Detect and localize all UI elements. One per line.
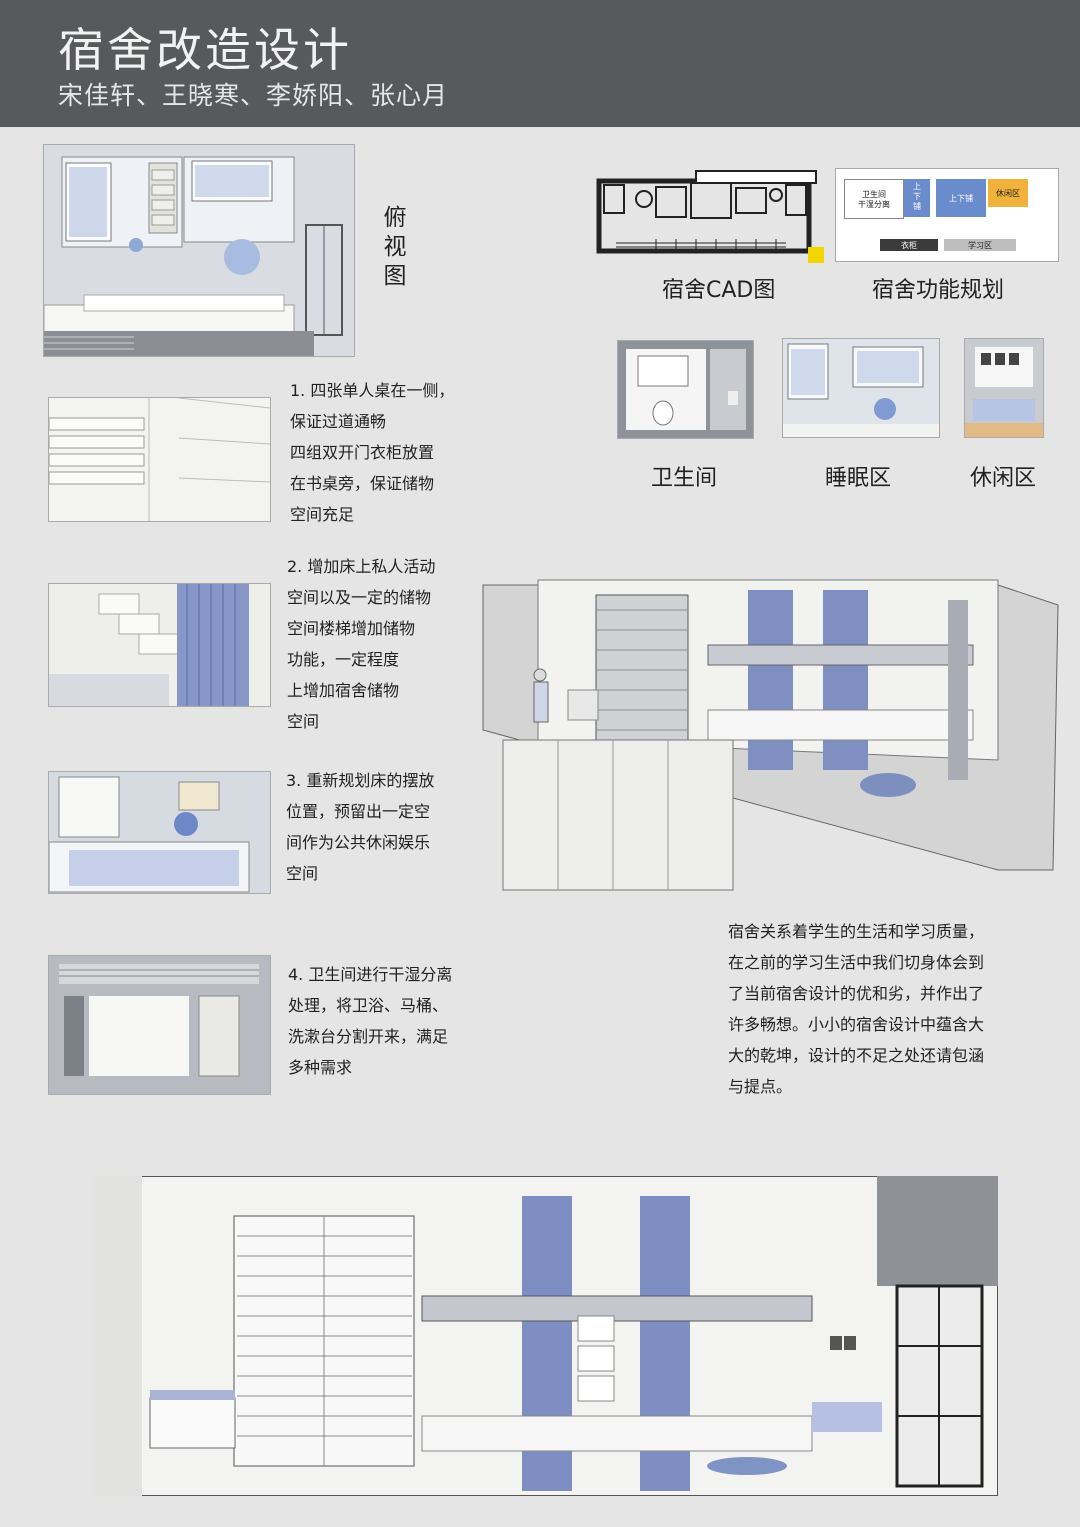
top-view-label-char: 俯 bbox=[383, 205, 407, 231]
function-zone-label: 学习区 bbox=[968, 241, 992, 250]
top-view-label: 俯 视 图 bbox=[380, 204, 410, 291]
note-line: 功能，一定程度 bbox=[287, 650, 400, 669]
note-line: 四组双开门衣柜放置 bbox=[290, 443, 435, 462]
note-line: 空间楼梯增加储物 bbox=[287, 619, 416, 638]
function-zone-label: 卫生间 干湿分离 bbox=[858, 190, 890, 209]
function-zone-leisure: 休闲区 bbox=[988, 179, 1028, 207]
note-4: 4. 卫生间进行干湿分离 处理，将卫浴、马桶、 洗漱台分割开来，满足 多种需求 bbox=[288, 959, 452, 1083]
page-title: 宿舍改造设计 bbox=[58, 23, 352, 77]
top-view-label-char: 视 bbox=[383, 234, 407, 260]
note-line: 空间 bbox=[286, 864, 319, 883]
note-line: 多种需求 bbox=[288, 1058, 353, 1077]
note-line: 空间以及一定的储物 bbox=[287, 588, 432, 607]
note-line: 上增加宿舍储物 bbox=[287, 681, 400, 700]
note-line: 保证过道通畅 bbox=[290, 412, 387, 431]
note-line: 4. 卫生间进行干湿分离 bbox=[288, 965, 453, 984]
note-line: 空间充足 bbox=[290, 505, 355, 524]
zone-label-bathroom: 卫生间 bbox=[651, 466, 718, 491]
note-line: 洗漱台分割开来，满足 bbox=[288, 1027, 449, 1046]
function-zone-label: 上 下 铺 bbox=[913, 182, 921, 211]
perspective-render bbox=[478, 560, 1060, 916]
zone-label-leisure: 休闲区 bbox=[970, 466, 1037, 491]
summary-line: 了当前宿舍设计的优和劣，并作出了 bbox=[728, 984, 985, 1003]
function-zone-label: 休闲区 bbox=[996, 189, 1020, 198]
function-zone-study: 学习区 bbox=[944, 239, 1016, 251]
cad-label: 宿舍CAD图 bbox=[662, 278, 776, 303]
note-3: 3. 重新规划床的摆放 位置，预留出一定空 间作为公共休闲娱乐 空间 bbox=[286, 765, 434, 889]
summary-line: 许多畅想。小小的宿舍设计中蕴含大 bbox=[728, 1015, 985, 1034]
note-line: 处理，将卫浴、马桶、 bbox=[288, 996, 449, 1015]
function-zone-label: 衣柜 bbox=[901, 241, 917, 250]
note-line: 间作为公共休闲娱乐 bbox=[286, 833, 431, 852]
zone-label-sleeping: 睡眠区 bbox=[825, 466, 892, 491]
note-line: 在书桌旁，保证储物 bbox=[290, 474, 435, 493]
function-zone-wardrobe: 衣柜 bbox=[880, 239, 938, 251]
front-elevation-render bbox=[91, 1175, 999, 1497]
function-zone-bunk-1: 上 下 铺 bbox=[904, 179, 930, 217]
summary-line: 宿舍关系着学生的生活和学习质量， bbox=[728, 922, 985, 941]
function-zone-label: 上下铺 bbox=[949, 194, 973, 203]
note-2: 2. 增加床上私人活动 空间以及一定的储物 空间楼梯增加储物 功能，一定程度 上… bbox=[287, 551, 435, 737]
note-line: 3. 重新规划床的摆放 bbox=[286, 771, 435, 790]
detail-render-4 bbox=[48, 955, 271, 1095]
cad-plan bbox=[596, 163, 828, 263]
design-summary: 宿舍关系着学生的生活和学习质量， 在之前的学习生活中我们切身体会到 了当前宿舍设… bbox=[728, 916, 984, 1102]
note-line: 空间 bbox=[287, 712, 320, 731]
detail-render-2 bbox=[48, 583, 271, 707]
function-plan: 卫生间 干湿分离 上 下 铺 上下铺 休闲区 衣柜 学习区 bbox=[835, 168, 1059, 262]
detail-render-1 bbox=[48, 397, 271, 522]
detail-render-3 bbox=[48, 771, 271, 894]
note-line: 位置，预留出一定空 bbox=[286, 802, 431, 821]
summary-line: 在之前的学习生活中我们切身体会到 bbox=[728, 953, 985, 972]
top-view-label-char: 图 bbox=[383, 263, 407, 289]
summary-line: 与提点。 bbox=[728, 1077, 793, 1096]
note-line: 1. 四张单人桌在一侧， bbox=[290, 381, 455, 400]
leisure-area-render bbox=[964, 338, 1044, 438]
sleeping-area-render bbox=[782, 338, 940, 438]
note-1: 1. 四张单人桌在一侧， 保证过道通畅 四组双开门衣柜放置 在书桌旁，保证储物 … bbox=[290, 375, 454, 530]
function-plan-label: 宿舍功能规划 bbox=[872, 278, 1005, 303]
header-banner: 宿舍改造设计 宋佳轩、王晓寒、李娇阳、张心月 bbox=[0, 0, 1080, 127]
function-zone-wet: 卫生间 干湿分离 bbox=[844, 179, 904, 219]
bathroom-render bbox=[617, 340, 754, 439]
top-view-render bbox=[43, 144, 355, 357]
summary-line: 大的乾坤，设计的不足之处还请包涵 bbox=[728, 1046, 985, 1065]
function-zone-bunk-2: 上下铺 bbox=[936, 179, 986, 217]
note-line: 2. 增加床上私人活动 bbox=[287, 557, 436, 576]
authors-line: 宋佳轩、王晓寒、李娇阳、张心月 bbox=[58, 81, 449, 110]
